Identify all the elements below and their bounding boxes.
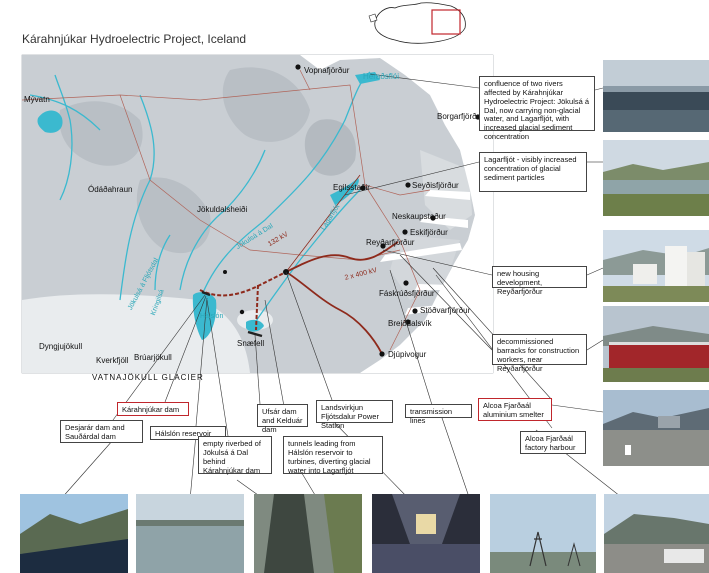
- label-dyngjujokull: Dyngjujökull: [39, 342, 83, 351]
- inset-highlight: [431, 9, 461, 35]
- callout-barracks: decommissioned barracks for construction…: [492, 334, 587, 372]
- snaefell-reservoirs: [246, 319, 264, 332]
- label-odadahraun: Ódáðahraun: [88, 185, 133, 194]
- label-neskaupstadur: Neskaupstaður: [392, 212, 446, 221]
- myvatn-lake: [37, 110, 63, 133]
- dams: [201, 290, 263, 338]
- photo-confluence: [603, 60, 709, 132]
- label-halslon: Hálslón: [200, 313, 224, 320]
- callout-confluence: confluence of two rivers affected by Kár…: [479, 76, 595, 141]
- photo-harbour: [604, 494, 709, 573]
- callout-lagarfljot: Lagarfljót - visibly increased concentra…: [479, 152, 587, 192]
- label-kverkfjoll: Kverkfjöll: [96, 356, 129, 365]
- photo-transmission-lines: [490, 494, 596, 573]
- callout-riverbed: empty riverbed of Jökulsá á Dal behind K…: [198, 436, 272, 474]
- label-borgarfjordur: Borgarfjörður: [437, 112, 484, 121]
- town-dots: [223, 64, 481, 357]
- heradsfloi-bay: [355, 72, 380, 84]
- callout-transmission: transmission lines: [405, 404, 472, 425]
- tunnels: [199, 271, 287, 297]
- photo-smelter: [603, 390, 709, 466]
- callout-harbour: Alcoa Fjarðaál factory harbour: [520, 431, 586, 454]
- label-seydisfjordur: Seyðisfjörður: [412, 181, 459, 190]
- callout-tunnels: tunnels leading from Hálslón reservoir t…: [283, 436, 383, 474]
- halslon-reservoir: [192, 292, 217, 340]
- label-eskifjordur: Eskifjörður: [410, 228, 448, 237]
- label-faskrudsfjordur: Fáskrúðsfjörður: [379, 289, 435, 298]
- callout-ufsar: Ufsár dam and Kelduár dam: [257, 404, 308, 434]
- sea: [300, 55, 493, 373]
- callout-housing: new housing development, Reyðarfjörður: [492, 266, 587, 296]
- label-stodvarfjordur: Stöðvarfjörður: [420, 306, 471, 315]
- label-jokuldalsheidi: Jökuldalsheiði: [197, 205, 248, 214]
- photo-lagarfljot: [603, 140, 709, 216]
- page-title: Kárahnjúkar Hydroelectric Project, Icela…: [22, 32, 247, 46]
- callout-karahnjukar: Kárahnjúkar dam: [117, 402, 189, 416]
- label-myvatn: Mývatn: [24, 95, 50, 104]
- label-bruarjokull: Brúarjökull: [134, 353, 172, 362]
- tunnel-branch: [255, 284, 259, 331]
- label-reydarfjordur: Reyðarfjörður: [366, 238, 415, 247]
- line-132kv: [285, 174, 361, 273]
- iceland-inset-map: [368, 2, 466, 44]
- label-djupivogur: Djúpivogur: [388, 350, 427, 359]
- callout-desjarar: Desjarár dam and Sauðárdal dam: [60, 420, 143, 443]
- label-breiddalsvik: Breiðdalsvík: [388, 319, 432, 328]
- lagarfljot-lake: [330, 178, 359, 205]
- label-egilsstadir: Egilsstaðir: [333, 183, 370, 192]
- land-shading: [22, 55, 475, 373]
- callout-smelter: Alcoa Fjarðaál aluminium smelter: [478, 398, 552, 421]
- label-snaefell: Snæfell: [237, 339, 265, 348]
- photo-power-station: [372, 494, 480, 573]
- photo-desjarar-dam: [20, 494, 128, 573]
- photo-riverbed: [254, 494, 362, 573]
- photo-barracks: [603, 306, 709, 382]
- photo-housing: [603, 230, 709, 302]
- photo-halslon: [136, 494, 244, 573]
- glacier-area: [22, 294, 250, 373]
- label-vopnafjordur: Vopnafjörður: [304, 66, 350, 75]
- label-heradsfloi: Héraðsflói: [363, 72, 400, 81]
- callout-landsvirkjun: Landsvirkjun Fljótsdalur Power Station: [316, 400, 393, 430]
- label-vatnajokull: VATNAJÖKULL GLACIER: [92, 373, 204, 382]
